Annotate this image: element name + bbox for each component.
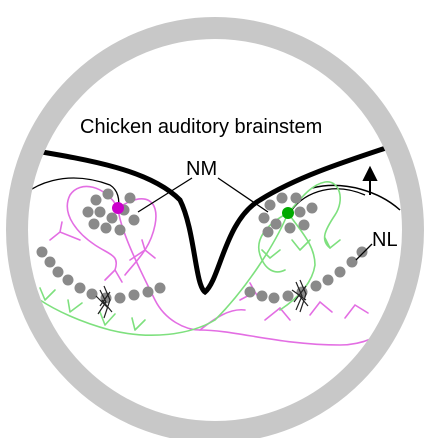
nl-left-cells (36, 246, 166, 304)
arrow-up-icon (362, 165, 378, 195)
diagram-content: Chicken auditory brainstem NM NL (25, 116, 405, 346)
outer-ring (6, 17, 424, 438)
figure-title: Chicken auditory brainstem (80, 116, 322, 138)
nm-pointer-lines (137, 177, 269, 213)
nm-right-cells (258, 192, 318, 238)
nl-pointer-line (355, 243, 373, 261)
nm-left-cells (82, 188, 140, 236)
nl-right-cells (244, 246, 368, 304)
nm-label: NM (186, 158, 217, 180)
nl-left-labeled-neuron (95, 285, 113, 319)
brainstem-outline (27, 137, 405, 296)
magenta-axons (49, 185, 396, 346)
nl-label: NL (372, 229, 398, 251)
nl-right-labeled-neuron (291, 279, 309, 313)
nm-left-labeled-soma (112, 202, 124, 214)
nm-right-labeled-soma (282, 207, 294, 219)
green-axons (39, 181, 341, 336)
dorsal-line-right (311, 184, 401, 211)
